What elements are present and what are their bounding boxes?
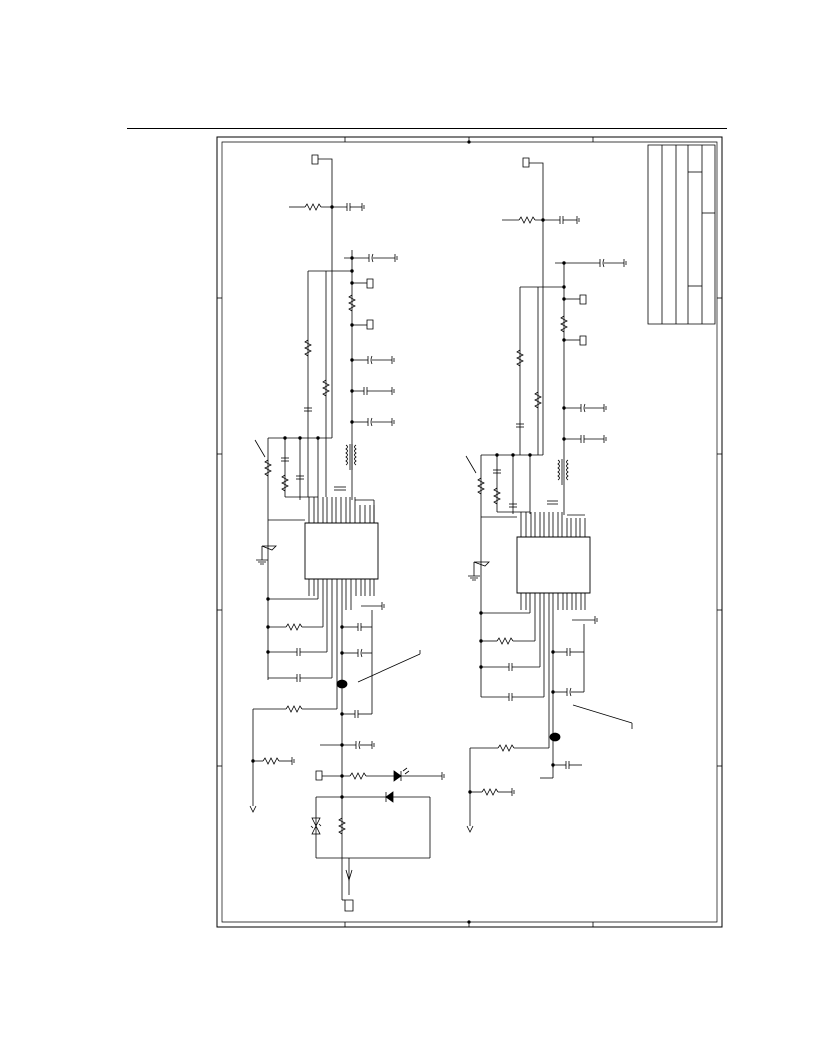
right-circuit	[466, 158, 632, 832]
drawing-frame	[217, 137, 722, 927]
left-circuit	[250, 155, 444, 911]
title-block	[648, 145, 715, 324]
header-rule	[127, 128, 727, 129]
